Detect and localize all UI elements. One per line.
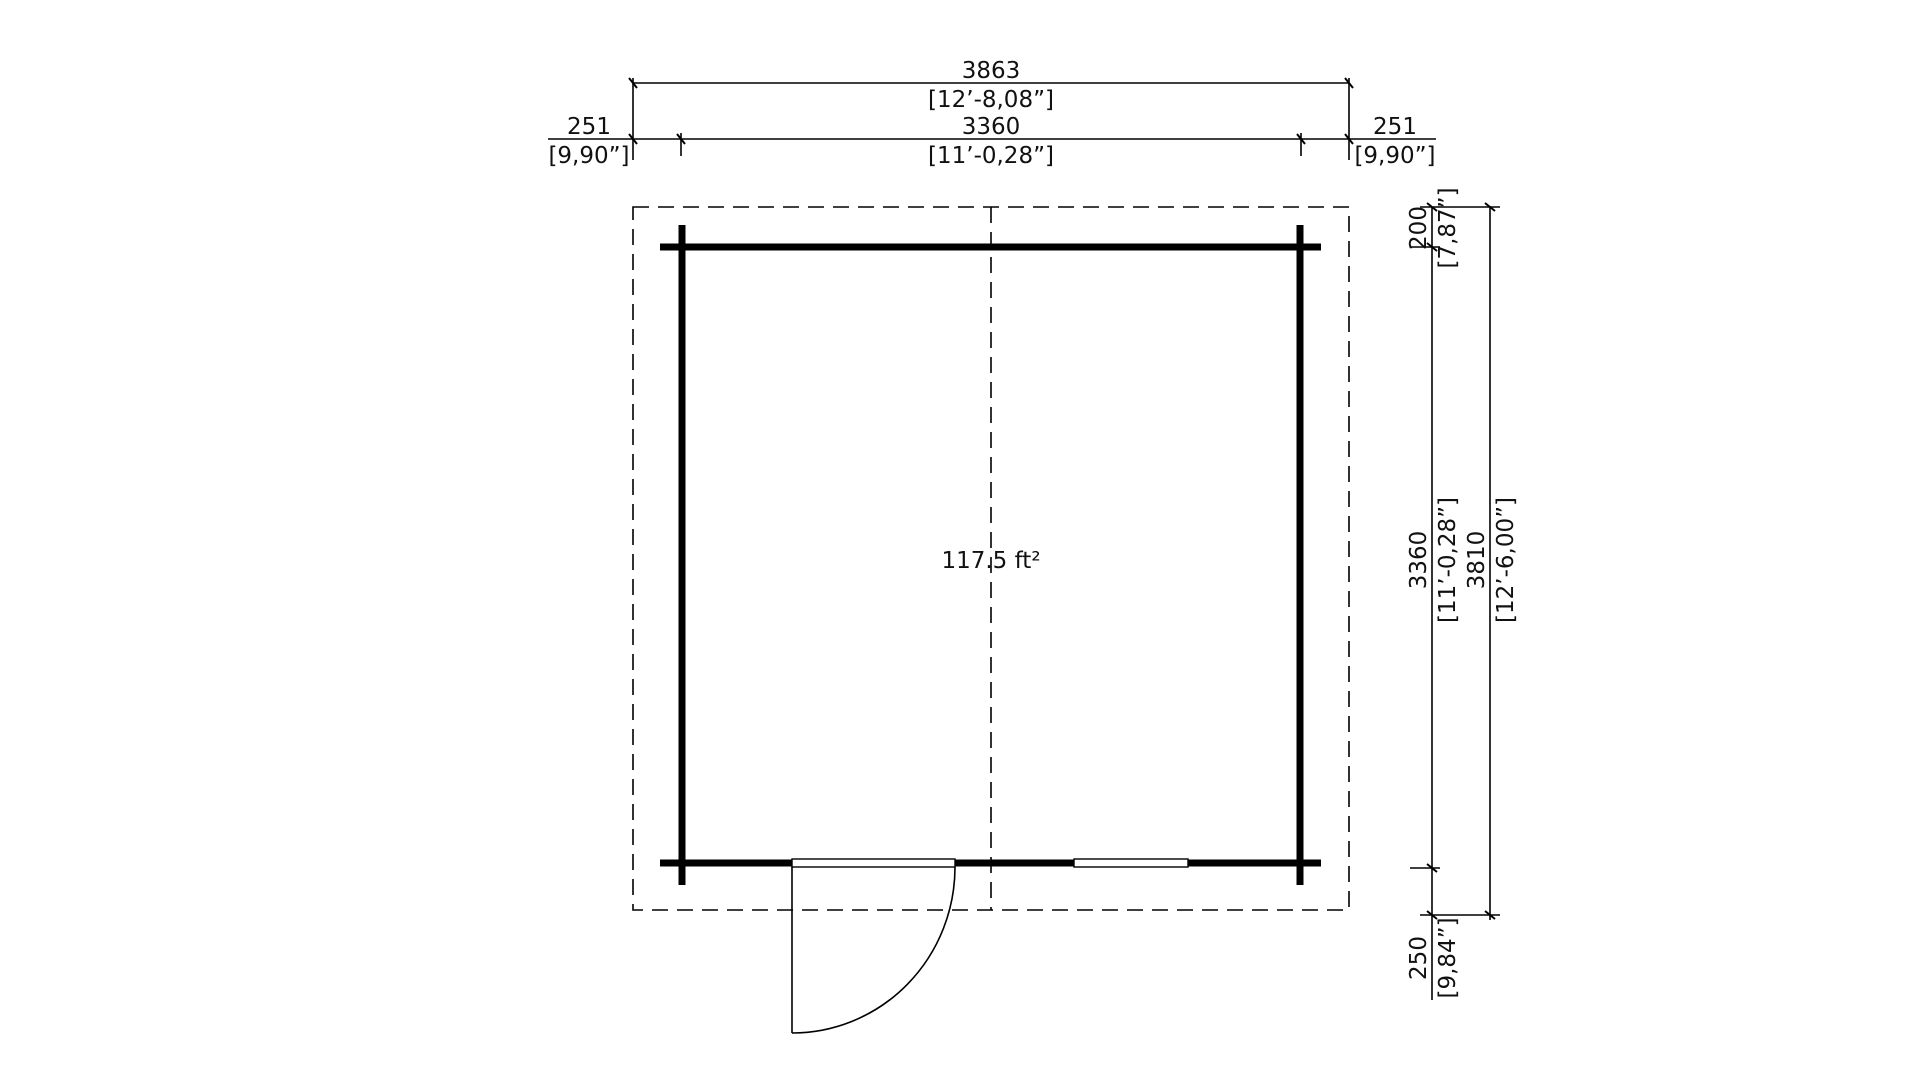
overall-depth-imperial-label: [12’-6,00”]	[1493, 497, 1519, 623]
tick-mark	[1484, 202, 1496, 212]
door-opening	[791, 858, 956, 868]
left-overhang-imperial-label: [9,90”]	[548, 143, 629, 169]
door-swing-arc	[791, 866, 956, 1034]
right-overhang-label: 251	[1373, 114, 1417, 140]
tick-mark	[1426, 910, 1438, 920]
bottom-overhang-imperial-label: [9,84”]	[1435, 917, 1461, 998]
inner-width-label: 3360	[962, 114, 1021, 140]
tick-mark	[1344, 77, 1354, 89]
tick-mark	[1426, 242, 1438, 252]
window-frame	[1073, 858, 1189, 868]
front-window	[1073, 858, 1189, 868]
top-overhang-label: 200	[1406, 206, 1432, 250]
top-dimensions: 3863 [12’-8,08”] 3360 [11’-0,28”] 251 [9…	[548, 58, 1436, 169]
tick-mark	[628, 77, 638, 89]
inner-width-imperial-label: [11’-0,28”]	[928, 143, 1054, 169]
tick-mark	[628, 133, 638, 145]
floor-area-label: 117.5 ft²	[941, 548, 1040, 574]
right-overhang-imperial-label: [9,90”]	[1354, 143, 1435, 169]
inner-depth-imperial-label: [11’-0,28”]	[1435, 497, 1461, 623]
tick-mark	[676, 133, 686, 145]
walls	[660, 225, 1321, 885]
door	[791, 858, 956, 1034]
tick-mark	[1426, 863, 1438, 873]
overall-depth-label: 3810	[1464, 531, 1490, 590]
tick-mark	[1344, 133, 1354, 145]
tick-mark	[1484, 910, 1496, 920]
right-dimensions: 200 [7,87”] 3360 [11’-0,28”] 3810 [12’-6…	[1406, 187, 1519, 1000]
inner-depth-label: 3360	[1406, 531, 1432, 590]
top-overhang-imperial-label: [7,87”]	[1435, 187, 1461, 268]
tick-mark	[1296, 133, 1306, 145]
left-overhang-label: 251	[567, 114, 611, 140]
roof-outline	[632, 206, 1350, 911]
overall-width-imperial-label: [12’-8,08”]	[928, 87, 1054, 113]
tick-mark	[1426, 202, 1438, 212]
overall-width-label: 3863	[962, 58, 1021, 84]
bottom-overhang-label: 250	[1406, 936, 1432, 980]
